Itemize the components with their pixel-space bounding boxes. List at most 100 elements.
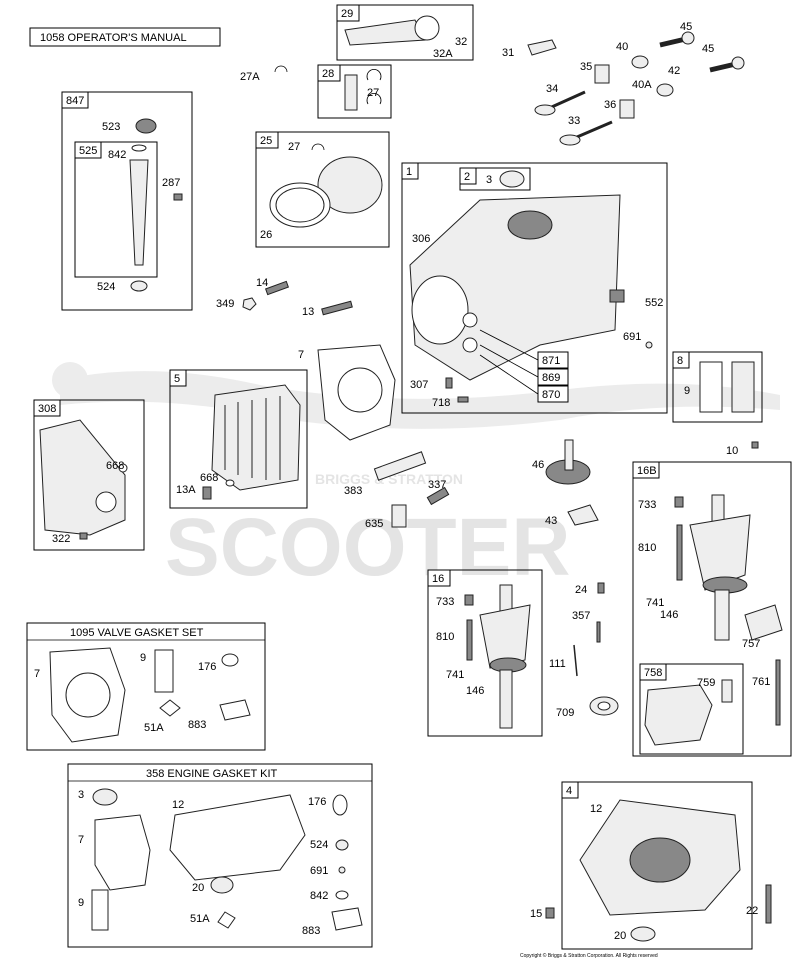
crank-counterweight-icon — [689, 514, 751, 591]
group-8-breather: 8 9 — [672, 351, 763, 423]
balancer-758-icon — [644, 684, 713, 746]
tag-758-box — [639, 663, 667, 681]
spring-36-icon — [619, 99, 635, 119]
gasket-883-icon — [219, 699, 251, 721]
label-16-733: 733 — [436, 596, 454, 608]
tag-29-box — [336, 4, 360, 22]
group-29-connecting-rod: 29 32 32A — [336, 4, 474, 61]
label-36: 36 — [604, 99, 616, 111]
label-842: 842 — [108, 149, 126, 161]
label-26: 26 — [260, 229, 272, 241]
rod-111-icon — [573, 644, 578, 677]
group-governor: 383 337 635 46 43 — [344, 439, 599, 530]
box-758 — [639, 663, 744, 755]
oring-176-kit-icon — [332, 794, 348, 816]
watermark: BRIGGS & STRATTON SCOOTER — [52, 362, 780, 593]
tag-16B-box — [632, 461, 660, 479]
clip-27-piston-icon — [311, 143, 325, 151]
conrod-bearing-icon — [414, 15, 440, 41]
label-9: 9 — [684, 385, 690, 397]
label-vg-176: 176 — [198, 661, 216, 673]
pin-718-icon — [457, 396, 469, 403]
tag-29: 29 — [341, 8, 353, 20]
screw-10-icon — [751, 441, 759, 449]
label-gk-883: 883 — [302, 925, 320, 937]
label-gk-51A: 51A — [190, 913, 210, 925]
bolt-15-icon — [545, 907, 555, 919]
box-1095 — [26, 622, 266, 751]
box-29 — [336, 4, 474, 61]
box-4 — [561, 781, 753, 950]
dipstick-seal-icon — [130, 280, 148, 292]
copyright-text: Copyright © Briggs & Stratton Corporatio… — [520, 952, 658, 959]
nut-349-icon — [242, 297, 257, 311]
gasket-51A-kit-icon — [217, 911, 236, 929]
label-16-741: 741 — [446, 669, 464, 681]
label-635: 635 — [365, 518, 383, 530]
tag-2: 2 — [464, 171, 470, 183]
clip-27-bottom-icon — [366, 92, 382, 105]
label-31: 31 — [502, 47, 514, 59]
tag-25: 25 — [260, 135, 272, 147]
tag-847: 847 — [66, 95, 84, 107]
box-847 — [61, 91, 193, 311]
cylinder-head-icon — [211, 384, 301, 491]
tag-28-box — [317, 64, 341, 82]
seal-20-kit-icon — [210, 876, 234, 894]
tag-8-box — [672, 351, 690, 369]
label-741: 741 — [646, 597, 664, 609]
camshaft-46-icon — [564, 439, 574, 471]
gasket-883-kit-icon — [331, 907, 363, 931]
head-gasket-7-kit-icon — [94, 814, 151, 891]
gasket-9-kit-icon — [91, 889, 109, 931]
label-43: 43 — [545, 515, 557, 527]
plate-grommet-icon — [118, 463, 128, 473]
manual-title-text: 1058 OPERATOR'S MANUAL — [40, 32, 187, 44]
watermark-top-text: BRIGGS & STRATTON — [315, 471, 463, 487]
group-28-piston-pin: 28 27 — [317, 64, 392, 119]
label-552: 552 — [645, 297, 663, 309]
plate-31-icon — [527, 39, 557, 56]
label-718: 718 — [432, 397, 450, 409]
tag-525: 525 — [79, 145, 97, 157]
rod-16-810-icon — [466, 619, 473, 661]
box-358 — [67, 763, 373, 948]
label-3: 3 — [486, 174, 492, 186]
group-1-cylinder-block: 1 2 3 306 552 691 307 718 871 869 870 — [401, 162, 668, 414]
head-bolt-icon — [202, 486, 212, 500]
oring-842-kit-icon — [335, 890, 349, 900]
box-16B — [632, 461, 792, 757]
dipstick-oring-icon — [131, 144, 147, 152]
label-gk-842: 842 — [310, 890, 328, 902]
plate-hole-icon — [95, 491, 117, 513]
tag-16: 16 — [432, 573, 444, 585]
box-5 — [169, 369, 308, 509]
label-vg-7: 7 — [34, 668, 40, 680]
label-307: 307 — [410, 379, 428, 391]
label-gk-3: 3 — [78, 789, 84, 801]
label-32A: 32A — [433, 48, 453, 60]
box-1 — [401, 162, 668, 414]
label-vg-51A: 51A — [144, 722, 164, 734]
tag-869: 869 — [542, 372, 560, 384]
breather-icon — [731, 361, 755, 413]
tag-1: 1 — [406, 166, 412, 178]
watermark-swoosh — [60, 371, 780, 429]
piston-ring-inner-icon — [275, 187, 325, 223]
tag-847-box — [61, 91, 89, 109]
label-733: 733 — [638, 499, 656, 511]
label-14: 14 — [256, 277, 268, 289]
tag-2-box — [459, 167, 477, 185]
group-16-crankshaft: 16 733 810 741 146 — [427, 569, 543, 737]
stud-14-icon — [264, 280, 290, 296]
label-322: 322 — [52, 533, 70, 545]
head-washer-icon — [225, 479, 235, 487]
box-25 — [255, 131, 390, 248]
group-308-plate: 308 668 322 — [33, 399, 145, 551]
group-358-engine-gasket-kit: 358 ENGINE GASKET KIT 3 12 176 7 524 691… — [67, 763, 373, 948]
crank-16-shaft-icon — [499, 669, 513, 729]
tag-870: 870 — [542, 389, 560, 401]
tag-8: 8 — [677, 355, 683, 367]
label-13: 13 — [302, 306, 314, 318]
label-27-piston: 27 — [288, 141, 300, 153]
